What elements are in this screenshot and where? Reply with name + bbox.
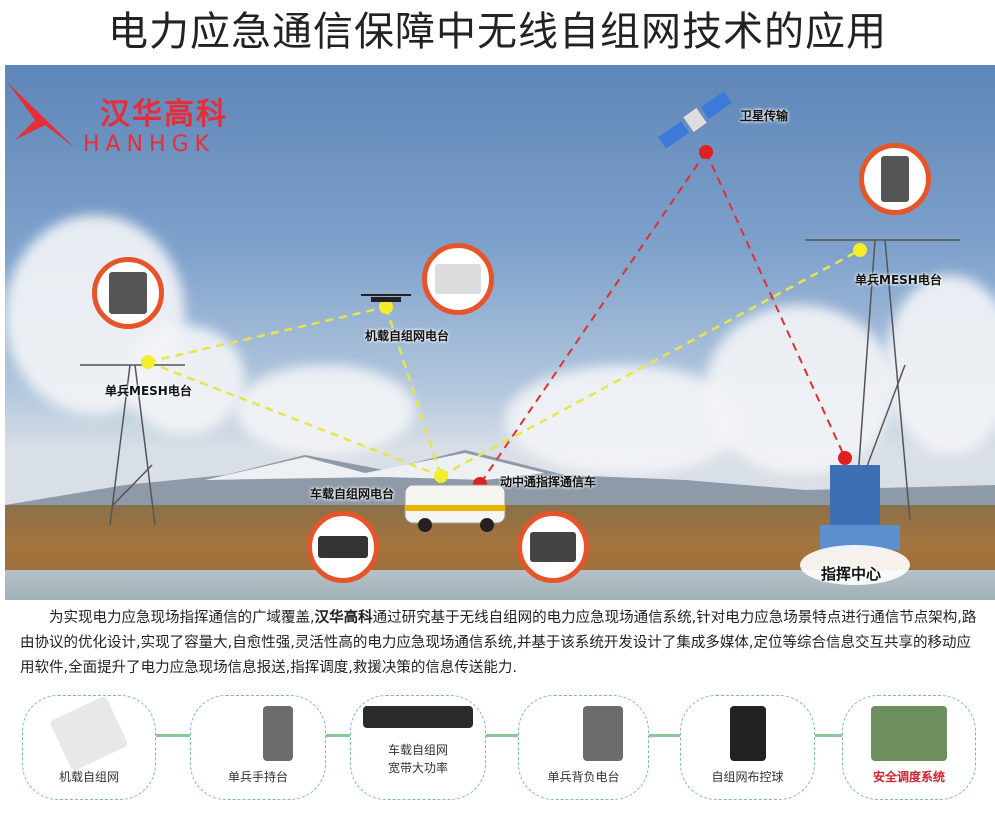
link-mesh-left-vehicle (147, 360, 442, 478)
node-mesh-left (141, 355, 155, 369)
rack-radio-icon (363, 706, 473, 728)
label-airborne: 机载自组网电台 (365, 329, 450, 343)
label-vehicle: 车载自组网电台 (310, 487, 395, 501)
ptz-camera-icon (729, 706, 766, 761)
label-mesh-left: 单兵MESH电台 (105, 384, 192, 398)
link-vehicle-mesh-right (440, 248, 861, 478)
link-lines (80, 91, 960, 585)
label-comm-vehicle: 动中通指挥通信车 (500, 475, 597, 489)
connector (815, 734, 842, 737)
label-satellite: 卫星传输 (740, 109, 789, 123)
node-command-center (838, 451, 852, 465)
brand-name: 汉华高科 (314, 610, 373, 626)
link-mesh-left-airborne (147, 305, 387, 364)
satellite-icon (658, 91, 732, 149)
link-satellite-vehicle (479, 151, 707, 485)
airborne-device-icon (49, 695, 129, 772)
handheld-radio-icon (263, 706, 294, 761)
description-paragraph: 为实现电力应急现场指挥通信的广域覆盖,汉华高科通过研究基于无线自组网的电力应急现… (20, 610, 977, 676)
mesh-handheld-device-icon (859, 143, 931, 215)
connector (649, 734, 680, 737)
vehicle-device-icon (307, 511, 379, 583)
label-command-center: 指挥中心 (821, 565, 882, 583)
tower-left (80, 364, 185, 526)
node-airborne (379, 300, 393, 314)
logo-mark-icon (7, 82, 75, 148)
link-satellite-center (705, 151, 846, 459)
product-card-camera: 自组网布控球 (680, 695, 815, 800)
connector (326, 734, 350, 737)
node-satellite (699, 145, 713, 159)
product-card-handheld: 单兵手持台 (190, 695, 326, 800)
product-card-manpack: 单兵背负电台 (518, 695, 649, 800)
mesh-radio-device-icon (92, 257, 164, 329)
van-icon (404, 484, 506, 532)
node-mesh-right (853, 243, 867, 257)
network-scene: 汉华高科 HANHGK 卫星传输 (5, 65, 995, 600)
connector (486, 734, 518, 737)
page-title: 电力应急通信保障中无线自组网技术的应用 (108, 9, 887, 55)
building-icon (800, 465, 910, 585)
product-card-system: 安全调度系统 (842, 695, 976, 800)
node-vehicle (434, 469, 448, 483)
manpack-radio-icon (582, 706, 623, 761)
connector (156, 734, 190, 737)
drone-icon (361, 294, 411, 302)
airborne-device-icon (422, 243, 494, 315)
map-software-icon (871, 706, 947, 761)
product-card-vehicle: 车载自组网宽带大功率 (350, 695, 486, 800)
label-mesh-right: 单兵MESH电台 (855, 273, 942, 287)
product-card-airborne: 机载自组网 (22, 695, 156, 800)
laptop-device-icon (517, 511, 589, 583)
link-airborne-vehicle (384, 306, 443, 477)
